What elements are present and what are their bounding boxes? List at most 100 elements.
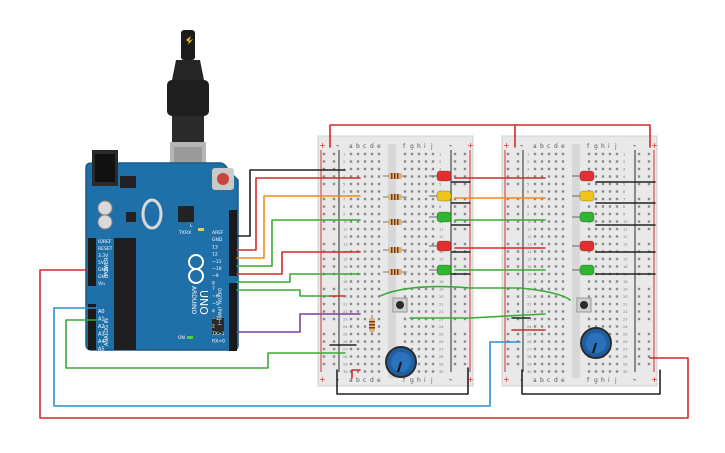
rail-hole[interactable]: [637, 257, 641, 261]
hole[interactable]: [424, 325, 428, 328]
wire-button-link-2[interactable]: [409, 313, 546, 319]
hole[interactable]: [594, 325, 598, 328]
rail-hole[interactable]: [463, 152, 467, 156]
hole[interactable]: [601, 175, 605, 178]
hole[interactable]: [349, 227, 353, 231]
hole[interactable]: [377, 152, 381, 156]
rail-hole[interactable]: [647, 197, 651, 201]
hole[interactable]: [540, 242, 544, 246]
hole[interactable]: [356, 212, 360, 216]
hole[interactable]: [601, 212, 605, 216]
rail-hole[interactable]: [463, 340, 467, 343]
hole[interactable]: [349, 310, 353, 313]
hole[interactable]: [417, 257, 421, 261]
hole[interactable]: [356, 280, 360, 283]
hole[interactable]: [587, 295, 591, 298]
hole[interactable]: [554, 235, 558, 238]
hole[interactable]: [540, 317, 544, 321]
rail-hole[interactable]: [516, 272, 520, 276]
hole[interactable]: [431, 250, 435, 253]
hole[interactable]: [554, 317, 558, 321]
hole[interactable]: [601, 302, 605, 306]
hole[interactable]: [424, 280, 428, 283]
hole[interactable]: [363, 220, 367, 223]
hole[interactable]: [403, 212, 407, 216]
hole[interactable]: [424, 160, 428, 163]
hole[interactable]: [417, 325, 421, 328]
hole[interactable]: [540, 295, 544, 298]
hole[interactable]: [410, 332, 414, 336]
hole[interactable]: [561, 287, 565, 291]
rail-hole[interactable]: [637, 242, 641, 246]
rail-hole[interactable]: [516, 167, 520, 171]
rail-hole[interactable]: [332, 242, 336, 246]
hole[interactable]: [417, 152, 421, 156]
hole[interactable]: [417, 160, 421, 163]
hole[interactable]: [424, 355, 428, 358]
hole[interactable]: [608, 310, 612, 313]
rail-hole[interactable]: [647, 167, 651, 171]
hole[interactable]: [377, 167, 381, 171]
hole[interactable]: [431, 317, 435, 321]
hole[interactable]: [356, 340, 360, 343]
hole[interactable]: [349, 175, 353, 178]
hole[interactable]: [424, 250, 428, 253]
hole[interactable]: [608, 235, 612, 238]
hole[interactable]: [547, 332, 551, 336]
hole[interactable]: [540, 235, 544, 238]
hole[interactable]: [561, 332, 565, 336]
rail-hole[interactable]: [647, 362, 651, 366]
hole[interactable]: [349, 347, 353, 351]
hole[interactable]: [608, 242, 612, 246]
rail-hole[interactable]: [322, 355, 326, 358]
rail-hole[interactable]: [516, 265, 520, 268]
hole[interactable]: [410, 250, 414, 253]
hole[interactable]: [410, 152, 414, 156]
hole[interactable]: [417, 347, 421, 351]
hole[interactable]: [349, 295, 353, 298]
hole[interactable]: [363, 287, 367, 291]
hole[interactable]: [349, 325, 353, 328]
hole[interactable]: [533, 250, 537, 253]
hole[interactable]: [410, 190, 414, 193]
rail-hole[interactable]: [332, 310, 336, 313]
hole[interactable]: [594, 190, 598, 193]
hole[interactable]: [417, 272, 421, 276]
rail-hole[interactable]: [453, 340, 457, 343]
hole[interactable]: [377, 295, 381, 298]
rail-hole[interactable]: [332, 175, 336, 178]
hole[interactable]: [540, 160, 544, 163]
hole[interactable]: [370, 280, 374, 283]
rail-hole[interactable]: [506, 152, 510, 156]
rail-hole[interactable]: [637, 212, 641, 216]
hole[interactable]: [417, 220, 421, 223]
wire-pin-2[interactable]: [236, 313, 361, 333]
hole[interactable]: [594, 167, 598, 171]
hole[interactable]: [431, 220, 435, 223]
hole[interactable]: [349, 265, 353, 268]
hole[interactable]: [587, 227, 591, 231]
hole[interactable]: [540, 325, 544, 328]
hole[interactable]: [547, 227, 551, 231]
hole[interactable]: [554, 280, 558, 283]
hole[interactable]: [370, 227, 374, 231]
resistor[interactable]: [383, 219, 407, 225]
hole[interactable]: [349, 362, 353, 366]
hole[interactable]: [410, 325, 414, 328]
rail-hole[interactable]: [637, 317, 641, 321]
rail-hole[interactable]: [506, 287, 510, 291]
rail-hole[interactable]: [647, 287, 651, 291]
wire-pin-8[interactable]: [236, 273, 361, 283]
hole[interactable]: [615, 370, 619, 373]
rail-hole[interactable]: [453, 310, 457, 313]
hole[interactable]: [608, 152, 612, 156]
rail-hole[interactable]: [516, 302, 520, 306]
hole[interactable]: [608, 325, 612, 328]
hole[interactable]: [601, 235, 605, 238]
hole[interactable]: [547, 212, 551, 216]
hole[interactable]: [547, 370, 551, 373]
hole[interactable]: [370, 302, 374, 306]
hole[interactable]: [540, 340, 544, 343]
hole[interactable]: [410, 287, 414, 291]
hole[interactable]: [417, 265, 421, 268]
